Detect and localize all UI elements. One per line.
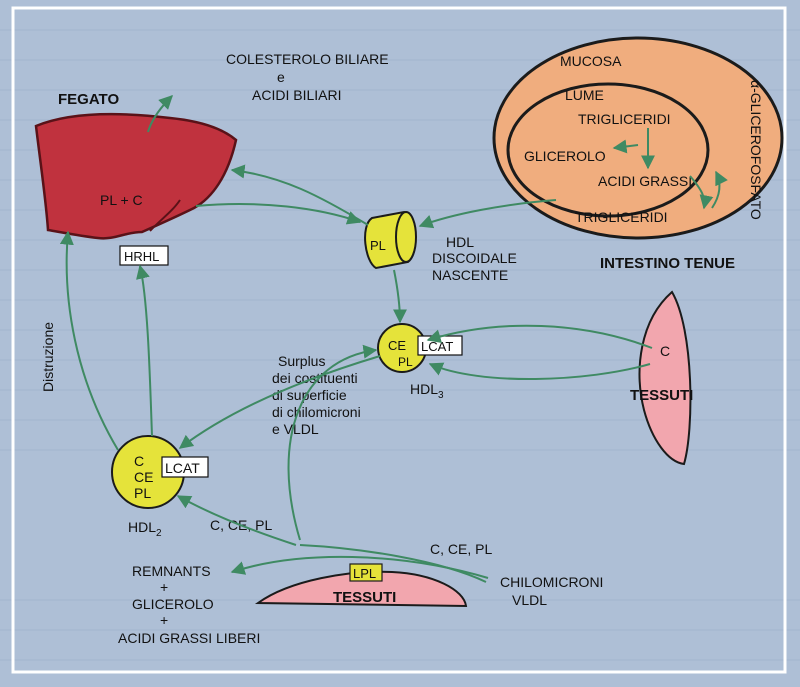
hdl-nascent-label-2: DISCOIDALE bbox=[432, 250, 517, 266]
arrow-chylo-main bbox=[299, 544, 487, 583]
distruzione-label: Distruzione bbox=[40, 322, 56, 392]
hdl3-pl-label: PL bbox=[398, 355, 413, 369]
fegato-label: FEGATO bbox=[58, 91, 119, 108]
surplus-line-5: e VLDL bbox=[272, 421, 319, 437]
trigliceridi-lumen-label: TRIGLICERIDI bbox=[578, 111, 671, 127]
hdl3-ce-label: CE bbox=[388, 338, 406, 353]
lcat-hdl3-label: LCAT bbox=[421, 339, 453, 354]
acidi-grassi-label: ACIDI GRASSI bbox=[598, 173, 692, 189]
mucosa-label: MUCOSA bbox=[560, 53, 622, 69]
lume-label: LUME bbox=[565, 87, 604, 103]
c-ce-pl-label-right: C, CE, PL bbox=[430, 541, 492, 557]
liver-shape bbox=[34, 112, 238, 240]
arrow-liver-to-bile bbox=[147, 95, 173, 133]
lcat-hdl2-label: LCAT bbox=[165, 460, 200, 476]
arrow-tissues-to-hdl3-2 bbox=[428, 362, 651, 380]
vldl-label: VLDL bbox=[512, 592, 547, 608]
hdl-nascent-label-3: NASCENTE bbox=[432, 267, 508, 283]
glicerolo-label: GLICEROLO bbox=[524, 148, 606, 164]
lpl-box bbox=[349, 563, 383, 582]
flow-arrows bbox=[59, 95, 653, 583]
intestine-internal-arrows bbox=[612, 128, 728, 210]
intestine-lumen bbox=[506, 82, 710, 218]
tessuti-bottom-label: TESSUTI bbox=[333, 589, 396, 606]
figure-frame bbox=[11, 6, 787, 674]
arrow-chylo-to-hdl2 bbox=[176, 495, 297, 546]
plus-1-label: + bbox=[160, 579, 168, 595]
e-label: e bbox=[277, 69, 285, 85]
surplus-line-3: di superficie bbox=[272, 387, 347, 403]
arrow-hdl-nascent-to-hdl3 bbox=[392, 269, 407, 324]
hdl2-c-label: C bbox=[134, 453, 144, 469]
chilomicroni-label: CHILOMICRONI bbox=[500, 574, 603, 590]
liver-lobe-line bbox=[149, 199, 181, 232]
surplus-line-1: Surplus bbox=[278, 353, 325, 369]
arrow-liver-to-hdl-nascent bbox=[195, 202, 362, 225]
arrow-surplus-to-hdl3 bbox=[287, 344, 378, 541]
hdl2-ce-label: CE bbox=[134, 469, 153, 485]
arrow-hdl2-to-liver-hrhl bbox=[136, 264, 153, 437]
hdl2-pl-label: PL bbox=[134, 485, 151, 501]
trigliceridi-mucosa-label: TRIGLICERIDI bbox=[575, 209, 668, 225]
hdl2-label: HDL2 bbox=[128, 519, 162, 539]
arrow-hdl3-to-hdl2 bbox=[178, 355, 381, 449]
hdl-nascent-label-1: HDL bbox=[446, 234, 474, 250]
colesterolo-biliare-label: COLESTEROLO BILIARE bbox=[226, 51, 389, 67]
hdl3-label: HDL3 bbox=[410, 381, 444, 401]
liver-pl-c-label: PL + C bbox=[100, 192, 143, 208]
alfa-glicerofosfato-label: α-GLICEROFOSFATO bbox=[748, 80, 764, 220]
lpl-label: LPL bbox=[353, 566, 376, 581]
hdl-discoidal-particle bbox=[364, 210, 417, 270]
tissue-c-label: C bbox=[660, 343, 670, 359]
arrow-tissues-to-hdl3 bbox=[426, 324, 653, 349]
plus-2-label: + bbox=[160, 612, 168, 628]
intestine-mucosa bbox=[492, 36, 784, 240]
acidi-grassi-liberi-label: ACIDI GRASSI LIBERI bbox=[118, 630, 260, 646]
arrow-intestine-to-hdl-nascent bbox=[418, 199, 557, 229]
lcat-box-hdl2 bbox=[161, 456, 209, 478]
hrhl-label: HRHL bbox=[124, 249, 159, 264]
tessuti-right-label: TESSUTI bbox=[630, 387, 693, 404]
surplus-line-4: di chilomicroni bbox=[272, 404, 361, 420]
hdl-discoidal-pl-label: PL bbox=[370, 238, 386, 253]
remnants-label: REMNANTS bbox=[132, 563, 211, 579]
intestino-tenue-label: INTESTINO TENUE bbox=[600, 255, 735, 272]
tissue-bottom-shape bbox=[254, 570, 468, 608]
arrow-hdl2-to-liver bbox=[59, 230, 119, 451]
acidi-biliari-label: ACIDI BILIARI bbox=[252, 87, 341, 103]
glicerolo-bottom-label: GLICEROLO bbox=[132, 596, 214, 612]
